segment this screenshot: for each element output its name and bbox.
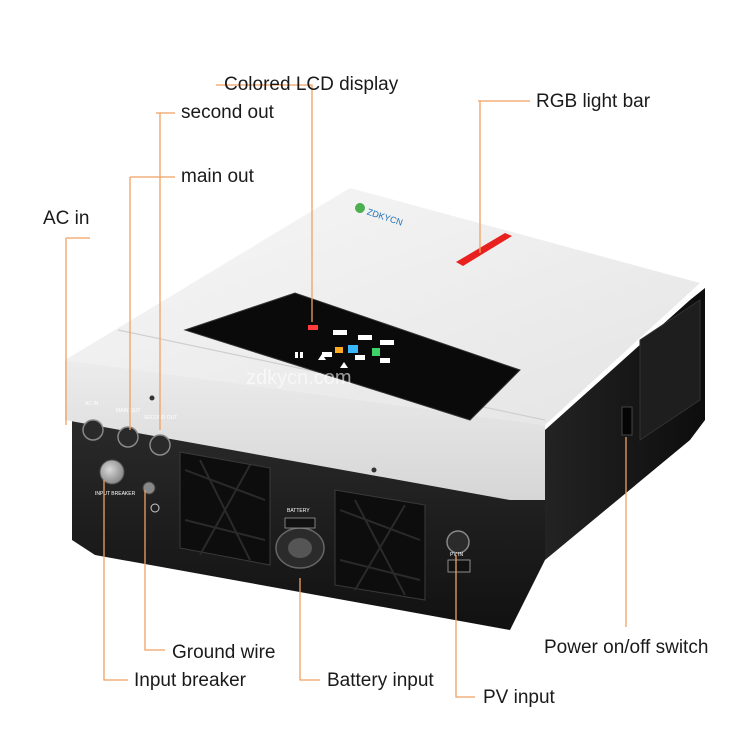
ground-terminal (142, 481, 160, 513)
watermark: zdkycn.com (246, 367, 352, 389)
connector-ac-in: AC IN (82, 401, 104, 441)
fan-right (334, 489, 426, 601)
main-out-label: MAIN OUT (116, 408, 140, 414)
callout-ac-in: AC in (43, 208, 90, 229)
callout-rgb-light-bar: RGB light bar (536, 91, 651, 112)
connector-main-out: MAIN OUT (116, 408, 140, 448)
callout-power-switch: Power on/off switch (544, 637, 709, 658)
callout-lcd-display: Colored LCD display (224, 74, 399, 95)
inverter-front-upper (65, 360, 545, 500)
callout-input-breaker: Input breaker (134, 670, 246, 691)
callout-second-out: second out (181, 102, 274, 123)
callout-main-out: main out (181, 166, 254, 187)
rgb-light-bar (456, 233, 512, 266)
callout-lines (65, 84, 627, 698)
lcd-icons (295, 325, 394, 368)
power-switch (621, 406, 633, 436)
callout-ground-wire: Ground wire (172, 642, 276, 663)
battery-terminal: BATTERY (275, 508, 325, 569)
second-out-label: SECOND OUT (144, 415, 177, 421)
pv-terminal: PV IN (446, 530, 471, 573)
callout-battery-input: Battery input (327, 670, 434, 691)
lcd-display (183, 292, 521, 421)
battery-label: BATTERY (287, 508, 310, 514)
side-vent (639, 299, 701, 441)
input-breaker: INPUT BREAKER (95, 459, 136, 497)
fan-left (179, 451, 271, 566)
connector-second-out: SECOND OUT (144, 415, 177, 456)
inverter-top-lid (65, 188, 700, 425)
pv-label: PV IN (450, 552, 463, 558)
callout-pv-input: PV input (483, 687, 555, 708)
ac-in-label: AC IN (85, 401, 99, 407)
breaker-label: INPUT BREAKER (95, 491, 136, 497)
